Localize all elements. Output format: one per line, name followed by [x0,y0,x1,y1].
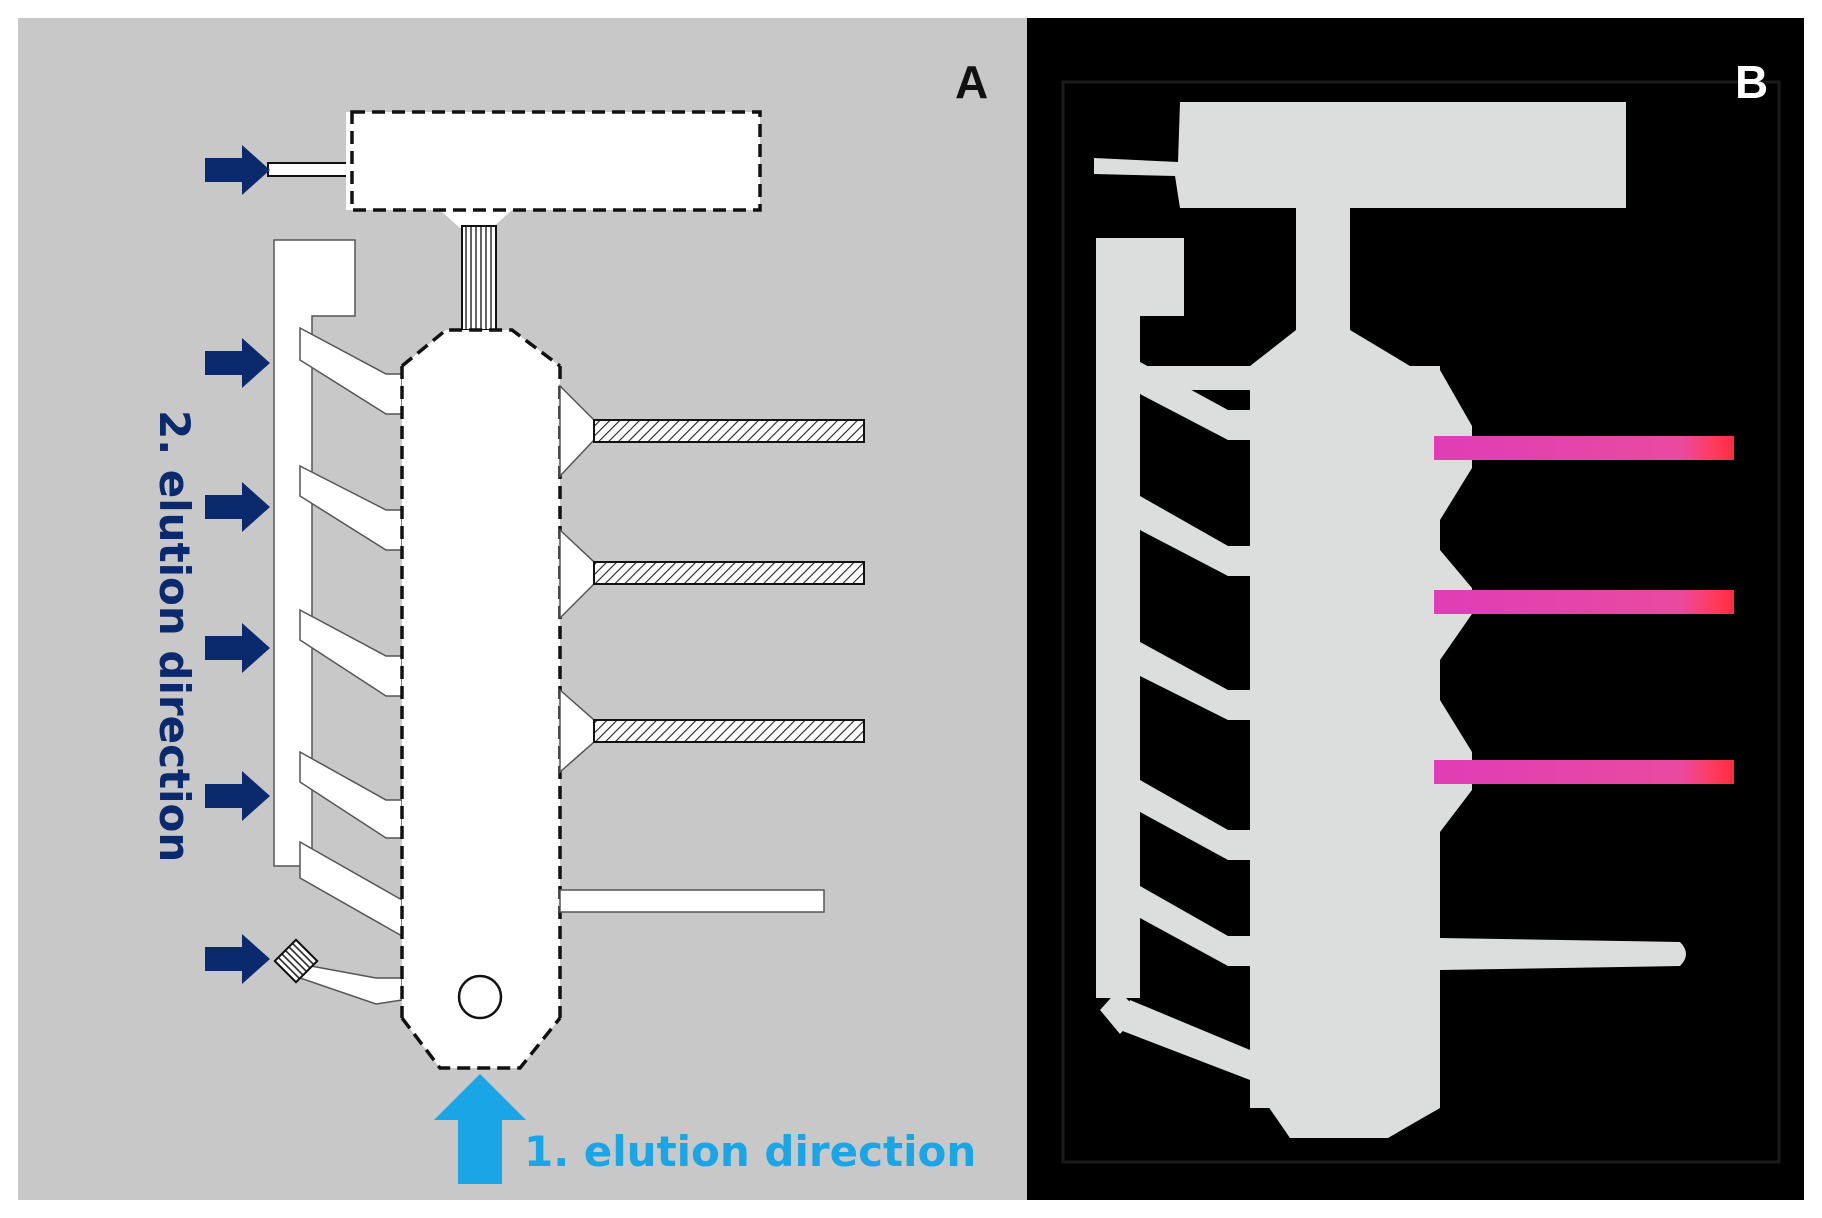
photo-frame [1061,80,1781,1164]
panel-a: 1. elution direction 2. elution directio… [18,18,1027,1200]
right-arrow-icon [205,338,270,388]
vertical-hatched-connector [461,225,497,331]
main-separation-area [400,328,562,1070]
right-arrow-icon [205,771,270,821]
stained-detection-bands [1434,436,1734,784]
right-arrow-icon [205,623,270,673]
first-elution-label: 1. elution direction [524,1127,976,1176]
right-arrow-icon [205,145,270,195]
stained-band [1434,760,1734,784]
dark-blue-arrows [205,145,270,984]
panel-a-letter: A [955,56,988,108]
second-elution-label: 2. elution direction [150,410,199,862]
right-arrow-icon [205,482,270,532]
up-arrow-icon [434,1074,526,1184]
photographed-device [1094,102,1686,1138]
panel-b-letter: B [1735,56,1768,108]
stained-band [1434,590,1734,614]
sample-spot-circle-icon [457,974,503,1020]
hatched-diamond-icon [273,938,319,984]
left-comb-channel [273,239,403,1005]
right-arrow-icon [205,934,270,984]
panel-b: B [1027,18,1804,1200]
right-detection-channels [559,384,865,913]
stained-band [1434,436,1734,460]
